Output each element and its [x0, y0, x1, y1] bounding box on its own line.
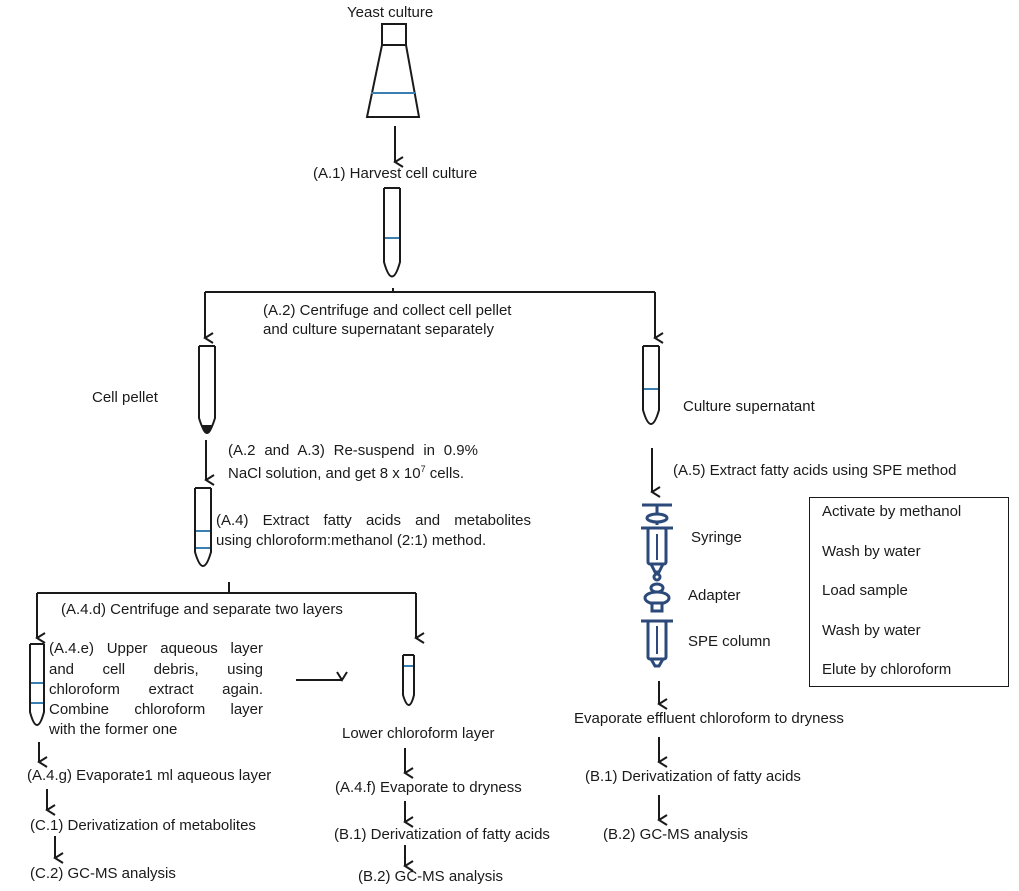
b1-mid-derivatization-label: (B.1) Derivatization of fatty acids	[334, 826, 550, 843]
syringe-icon	[641, 503, 673, 582]
spe-step: Wash by water	[822, 543, 921, 560]
evaporate-effluent-label: Evaporate effluent chloroform to dryness	[574, 710, 844, 727]
a4e-label-line5: with the former one	[49, 721, 178, 738]
cell-pellet-label: Cell pellet	[92, 389, 158, 406]
a4g-evaporate-label: (A.4.g) Evaporate1 ml aqueous layer	[27, 767, 272, 784]
cell-pellet-tube-icon	[198, 345, 216, 434]
c2-gcms-label: (C.2) GC-MS analysis	[30, 865, 176, 882]
culture-flask-icon	[365, 23, 421, 118]
a2-centrifuge-label-line1: (A.2) Centrifuge and collect cell pellet	[263, 302, 512, 319]
a4d-split-connector	[35, 582, 425, 644]
a4f-evaporate-label: (A.4.f) Evaporate to dryness	[335, 779, 522, 796]
aqueous-layer-tube-icon	[29, 643, 45, 726]
spe-step: Activate by methanol	[822, 503, 962, 520]
a4d-centrifuge-label: (A.4.d) Centrifuge and separate two laye…	[61, 601, 343, 618]
lower-chloroform-tube-icon	[402, 654, 415, 706]
a4e-label-line1: (A.4.e) Upper aqueous layer	[49, 640, 263, 657]
spe-column-label: SPE column	[688, 633, 771, 650]
a23-resuspend-label-line1: (A.2 and A.3) Re-suspend in 0.9%	[228, 442, 478, 459]
a4-extract-label-line2: using chloroform:methanol (2:1) method.	[216, 532, 487, 549]
syringe-label: Syringe	[691, 529, 742, 546]
b1-right-derivatization-label: (B.1) Derivatization of fatty acids	[585, 768, 801, 785]
c1-derivatization-label: (C.1) Derivatization of metabolites	[30, 817, 256, 834]
a4e-label-line3: chloroform extract again.	[49, 681, 263, 698]
a2-centrifuge-label-line2: and culture supernatant separately	[263, 321, 494, 338]
spe-step: Wash by water	[822, 622, 921, 639]
culture-supernatant-label: Culture supernatant	[683, 398, 815, 415]
adapter-icon	[643, 582, 671, 613]
adapter-label: Adapter	[688, 587, 741, 604]
spe-step: Elute by chloroform	[822, 661, 952, 678]
harvest-tube-icon	[383, 187, 401, 278]
a23-resuspend-label-line2: NaCl solution, and get 8 x 107 cells.	[228, 464, 464, 482]
b2-right-gcms-label: (B.2) GC-MS analysis	[603, 826, 749, 843]
spe-column-icon	[641, 619, 673, 668]
left-column-arrows	[37, 742, 64, 864]
supernatant-tube-icon	[642, 345, 660, 425]
yeast-culture-label: Yeast culture	[347, 4, 434, 21]
spe-step: Load sample	[822, 582, 908, 599]
a4e-label-line4: Combine chloroform layer	[49, 701, 263, 718]
a5-spe-label: (A.5) Extract fatty acids using SPE meth…	[673, 462, 957, 479]
a1-harvest-label: (A.1) Harvest cell culture	[313, 165, 478, 182]
lower-chloroform-label: Lower chloroform layer	[342, 725, 495, 742]
resuspended-tube-icon	[194, 487, 212, 567]
spe-steps-box: Activate by methanol Wash by water Load …	[809, 497, 1009, 687]
a4e-label-line2: and cell debris, using	[49, 661, 263, 678]
b2-mid-gcms-label: (B.2) GC-MS analysis	[358, 868, 504, 885]
split-connector	[203, 288, 664, 344]
a4-extract-label-line1: (A.4) Extract fatty acids and metabolite…	[216, 512, 531, 529]
